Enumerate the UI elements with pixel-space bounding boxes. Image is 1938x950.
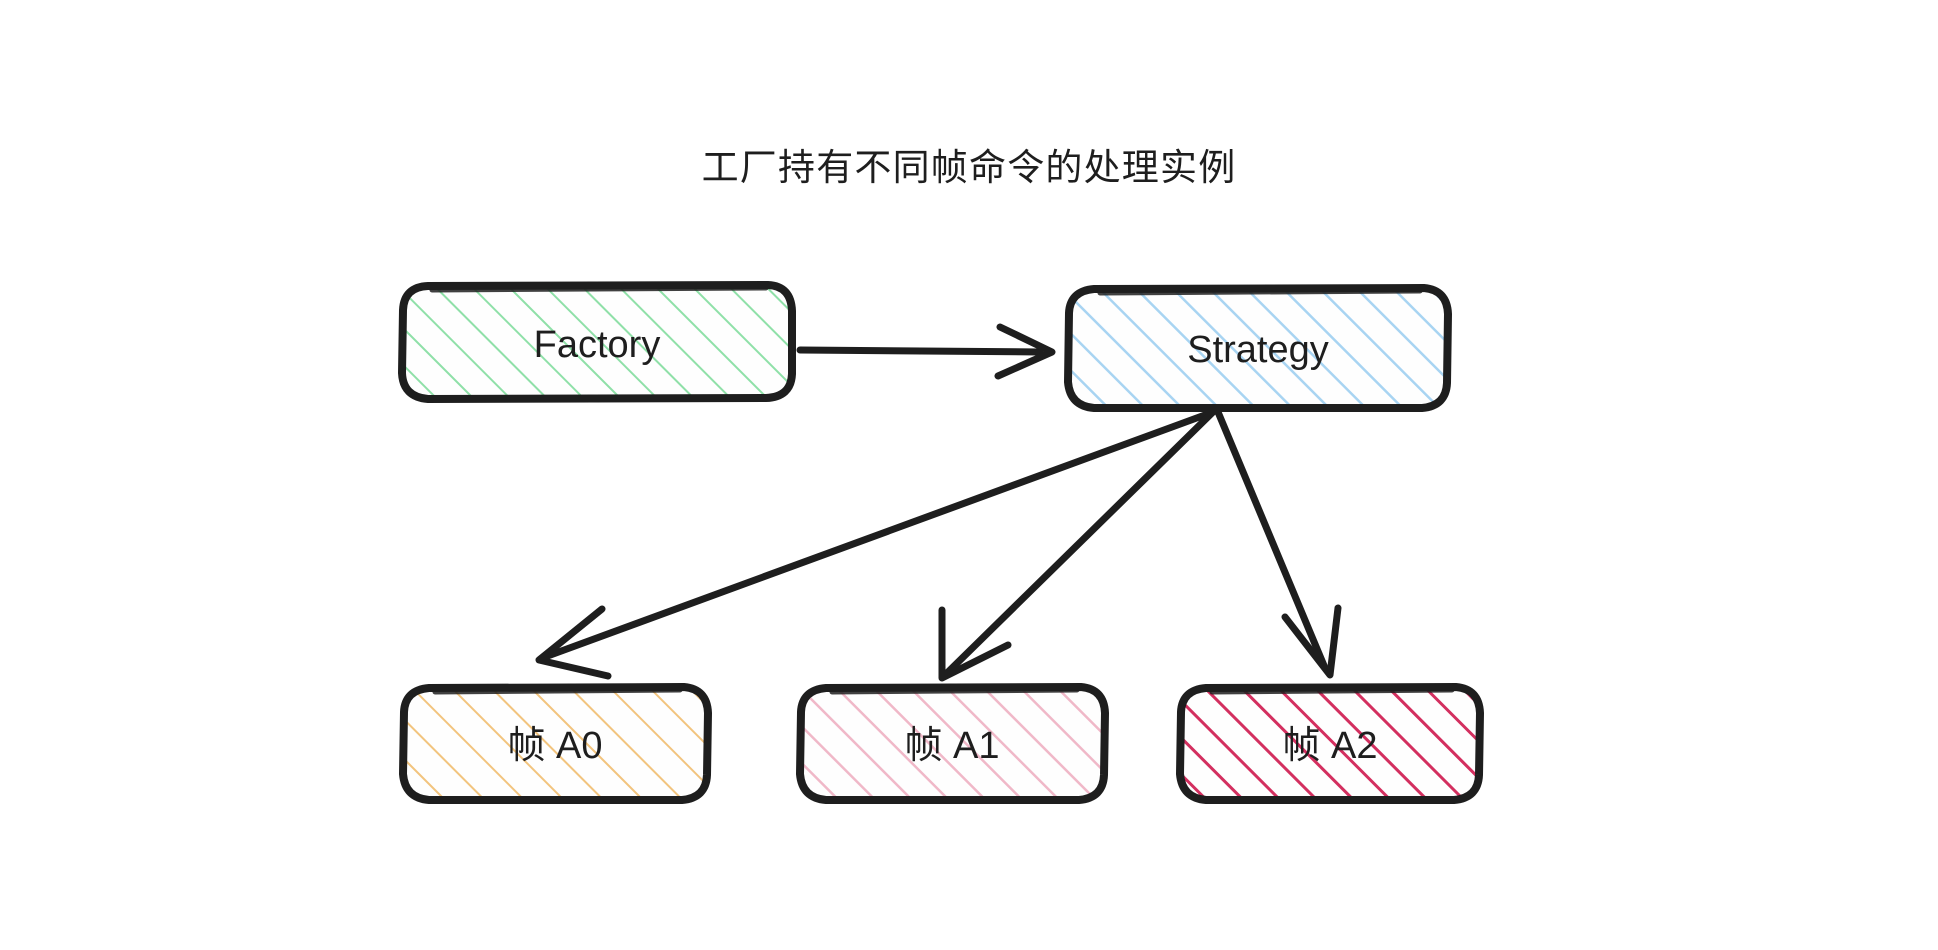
edge-strategy-to-frame-a0	[535, 408, 1217, 680]
node-frame-a2-outline	[1176, 683, 1484, 804]
edge-factory-to-strategy	[796, 323, 1056, 380]
node-strategy[interactable]: Strategy	[1064, 284, 1452, 412]
node-frame-a1-outline-accent	[829, 687, 1080, 695]
node-frame-a2[interactable]: 帧 A2	[1176, 683, 1484, 804]
node-factory-hatch	[402, 285, 792, 398]
node-frame-a1-label: 帧 A1	[904, 725, 999, 767]
page-title: 工厂持有不同帧命令的处理实例	[702, 147, 1237, 188]
node-strategy-hatch	[1068, 288, 1448, 408]
node-frame-a0[interactable]: 帧 A0	[399, 683, 712, 804]
node-frame-a0-outline	[399, 683, 712, 804]
node-frame-a1[interactable]: 帧 A1	[796, 683, 1109, 804]
edge-strategy-to-frame-a1	[938, 408, 1217, 682]
node-frame-a2-outline-accent	[1209, 687, 1455, 695]
node-factory-outline-accent	[429, 285, 769, 293]
node-frame-a2-hatch	[1180, 687, 1480, 800]
node-factory-label: Factory	[534, 324, 661, 366]
node-frame-a2-label: 帧 A2	[1282, 725, 1377, 767]
node-frame-a0-label: 帧 A0	[507, 725, 602, 767]
node-strategy-label: Strategy	[1187, 329, 1329, 371]
node-frame-a1-outline	[796, 683, 1109, 804]
node-frame-a1-hatch	[800, 687, 1105, 800]
edge-strategy-to-frame-a2	[1214, 408, 1342, 679]
node-factory-outline	[398, 281, 796, 403]
node-factory[interactable]: Factory	[398, 281, 796, 403]
node-frame-a0-outline-accent	[432, 687, 683, 695]
node-frame-a0-hatch	[403, 687, 708, 800]
node-strategy-outline	[1064, 284, 1452, 412]
node-strategy-outline-accent	[1097, 288, 1423, 296]
